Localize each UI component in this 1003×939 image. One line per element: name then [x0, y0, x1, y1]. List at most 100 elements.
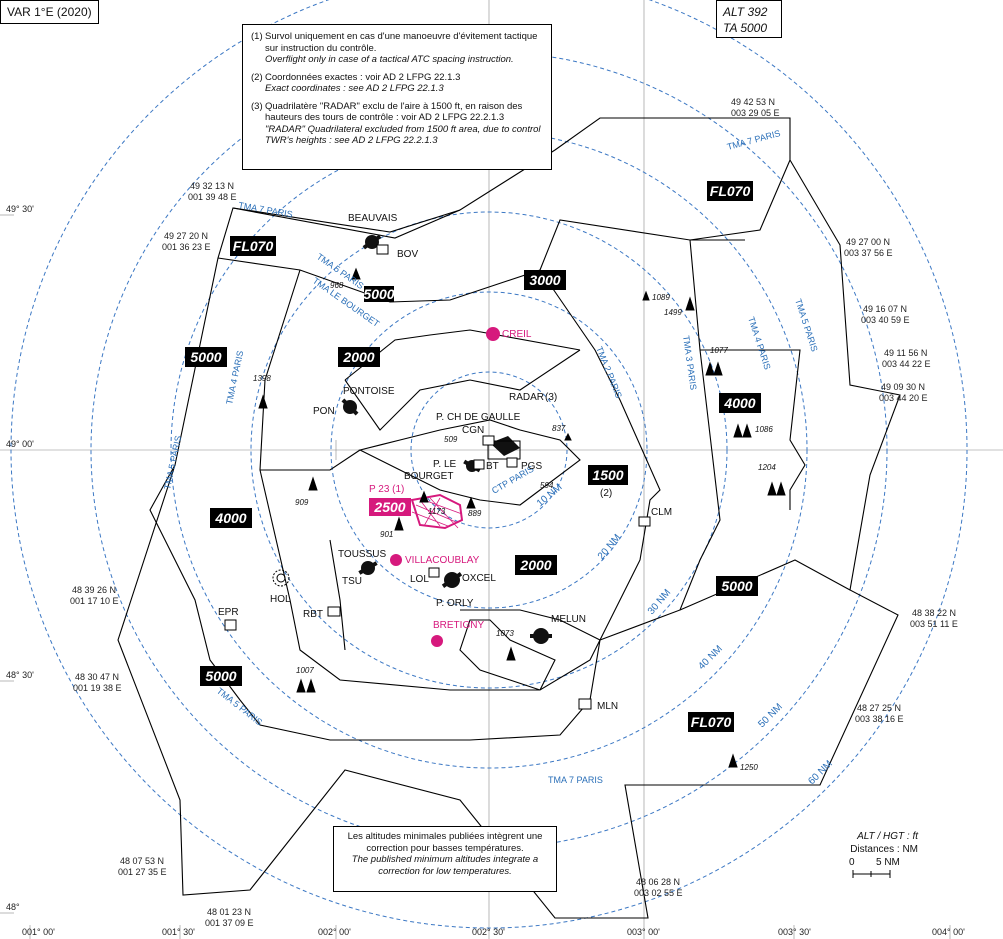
svg-text:001 19 38 E: 001 19 38 E: [73, 683, 122, 693]
svg-text:48 30 47 N: 48 30 47 N: [75, 672, 119, 682]
svg-text:1204: 1204: [758, 463, 776, 472]
svg-text:BRETIGNY: BRETIGNY: [433, 620, 484, 631]
svg-text:TMA 5 PARIS: TMA 5 PARIS: [162, 435, 183, 491]
svg-text:001 36 23 E: 001 36 23 E: [162, 242, 211, 252]
svg-text:5000: 5000: [721, 578, 752, 594]
svg-text:1398: 1398: [253, 374, 271, 383]
svg-text:003 38 16 E: 003 38 16 E: [855, 714, 904, 724]
toussus-airport-icon: [358, 561, 378, 575]
note-3-en: "RADAR" Quadrilateral excluded from 1500…: [265, 123, 541, 147]
svg-text:(3): (3): [545, 392, 557, 403]
note-3: (3) Quadrilatère "RADAR" exclu de l'aire…: [251, 101, 543, 147]
svg-text:003 44 22 E: 003 44 22 E: [882, 359, 931, 369]
svg-text:003 29 05 E: 003 29 05 E: [731, 108, 780, 118]
svg-text:002° 30': 002° 30': [472, 927, 505, 937]
svg-text:OXCEL: OXCEL: [462, 573, 496, 584]
mln-navaid-icon: [578, 698, 592, 710]
scale-bar: [852, 870, 891, 878]
note-1-number: (1): [251, 31, 263, 42]
grid-labels: 49° 30' 49° 00' 48° 30' 48° 001° 00' 001…: [6, 204, 965, 937]
note-1: (1) Survol uniquement en cas d'une manoe…: [251, 31, 543, 66]
rbt-navaid-icon: [327, 606, 341, 617]
chart-title: VAR 1°E (2020): [0, 0, 99, 24]
svg-text:BT: BT: [486, 461, 499, 472]
boundary-coordinates: 49 42 53 N 003 29 05 E 49 32 13 N 001 39…: [70, 97, 958, 928]
svg-text:20 NM: 20 NM: [596, 532, 623, 562]
svg-text:003° 30': 003° 30': [778, 927, 811, 937]
pgs-navaid-icon: [506, 457, 518, 468]
svg-text:49 27 00 N: 49 27 00 N: [846, 237, 890, 247]
svg-text:1073: 1073: [496, 629, 514, 638]
note-2-en: Exact coordinates : see AD 2 LFPG 22.1.3: [265, 83, 444, 94]
svg-text:003 44 20 E: 003 44 20 E: [879, 393, 928, 403]
svg-text:CREIL: CREIL: [502, 329, 532, 340]
aerodrome-markers-restricted: [390, 327, 500, 647]
temperature-note-en: The published minimum altitudes integrat…: [351, 854, 539, 877]
svg-text:48 07 53 N: 48 07 53 N: [120, 856, 164, 866]
svg-text:49 09 30 N: 49 09 30 N: [881, 382, 925, 392]
alt-ta-box: ALT 392 TA 5000: [716, 0, 782, 38]
svg-text:001 27 35 E: 001 27 35 E: [118, 867, 167, 877]
navaid-icons: [224, 244, 651, 710]
svg-text:48 27 25 N: 48 27 25 N: [857, 703, 901, 713]
svg-text:TMA LE BOURGET: TMA LE BOURGET: [311, 275, 382, 329]
svg-text:TSU: TSU: [342, 576, 362, 587]
note-2-fr: Coordonnées exactes : voir AD 2 LFPG 22.…: [265, 71, 461, 83]
svg-text:001 39 48 E: 001 39 48 E: [188, 192, 237, 202]
svg-text:1086: 1086: [755, 425, 773, 434]
notes-box: (1) Survol uniquement en cas d'une manoe…: [242, 24, 552, 170]
svg-text:PON: PON: [313, 406, 335, 417]
note-2-number: (2): [251, 71, 263, 83]
svg-text:1499: 1499: [664, 308, 682, 317]
restricted-area-p23: [410, 493, 464, 530]
epr-navaid-icon: [224, 619, 237, 631]
pontoise-airport-icon: [341, 398, 359, 416]
svg-text:50 NM: 50 NM: [756, 702, 785, 731]
svg-text:003 02 55 E: 003 02 55 E: [634, 888, 683, 898]
svg-text:48 01 23 N: 48 01 23 N: [207, 907, 251, 917]
svg-text:003° 00': 003° 00': [627, 927, 660, 937]
svg-text:TMA 7 PARIS: TMA 7 PARIS: [238, 200, 294, 219]
svg-text:TMA 2 PARIS: TMA 2 PARIS: [594, 345, 624, 400]
orly-airport-icon: [441, 572, 463, 588]
note-2: (2) Coordonnées exactes : voir AD 2 LFPG…: [251, 72, 543, 95]
svg-text:004° 00': 004° 00': [932, 927, 965, 937]
creil-icon: [486, 327, 500, 341]
svg-text:3000: 3000: [529, 272, 560, 288]
svg-text:001° 30': 001° 30': [162, 927, 195, 937]
svg-text:PGS: PGS: [521, 461, 542, 472]
svg-text:909: 909: [295, 498, 309, 507]
note-1-en: Overflight only in case of a tactical AT…: [265, 54, 514, 65]
svg-text:TOUSSUS: TOUSSUS: [338, 549, 386, 560]
svg-text:49 16 07 N: 49 16 07 N: [863, 304, 907, 314]
place-labels: BEAUVAIS BOV CREIL PONTOISE PON RADAR (3…: [218, 213, 672, 712]
svg-text:RADAR: RADAR: [509, 392, 544, 403]
obstacle-heights: 968 1089 1499 1077 1398 1086 837 509 594…: [253, 281, 776, 772]
note-3-fr: Quadrilatère "RADAR" exclu de l'aire à 1…: [265, 100, 523, 124]
svg-text:889: 889: [468, 509, 482, 518]
note-3-number: (3): [251, 100, 263, 112]
svg-text:30 NM: 30 NM: [646, 587, 673, 617]
svg-text:FL070: FL070: [691, 714, 732, 730]
svg-text:49 27 20 N: 49 27 20 N: [164, 231, 208, 241]
svg-text:2500: 2500: [373, 499, 405, 515]
svg-text:BEAUVAIS: BEAUVAIS: [348, 213, 398, 224]
svg-text:2000: 2000: [519, 557, 551, 573]
svg-text:CGN: CGN: [462, 425, 484, 436]
svg-text:P. LE: P. LE: [433, 459, 456, 470]
svg-text:001 17 10 E: 001 17 10 E: [70, 596, 119, 606]
temperature-note: Les altitudes minimales publiées intègre…: [333, 826, 557, 892]
legend-units: ALT / HGT : ft: [857, 831, 918, 842]
temperature-note-fr: Les altitudes minimales publiées intègre…: [347, 831, 543, 854]
svg-text:1500: 1500: [592, 467, 623, 483]
transition-altitude: TA 5000: [723, 21, 768, 35]
svg-text:TMA 5 PARIS: TMA 5 PARIS: [215, 686, 264, 728]
note-1-fr: Survol uniquement en cas d'une manoeuvre…: [265, 31, 538, 54]
svg-text:BOV: BOV: [397, 249, 418, 260]
svg-text:TMA 7 PARIS: TMA 7 PARIS: [726, 128, 782, 152]
scale-label-5: 5 NM: [876, 857, 900, 868]
svg-text:5000: 5000: [205, 668, 236, 684]
svg-text:901: 901: [380, 530, 393, 539]
svg-text:48 39 26 N: 48 39 26 N: [72, 585, 116, 595]
